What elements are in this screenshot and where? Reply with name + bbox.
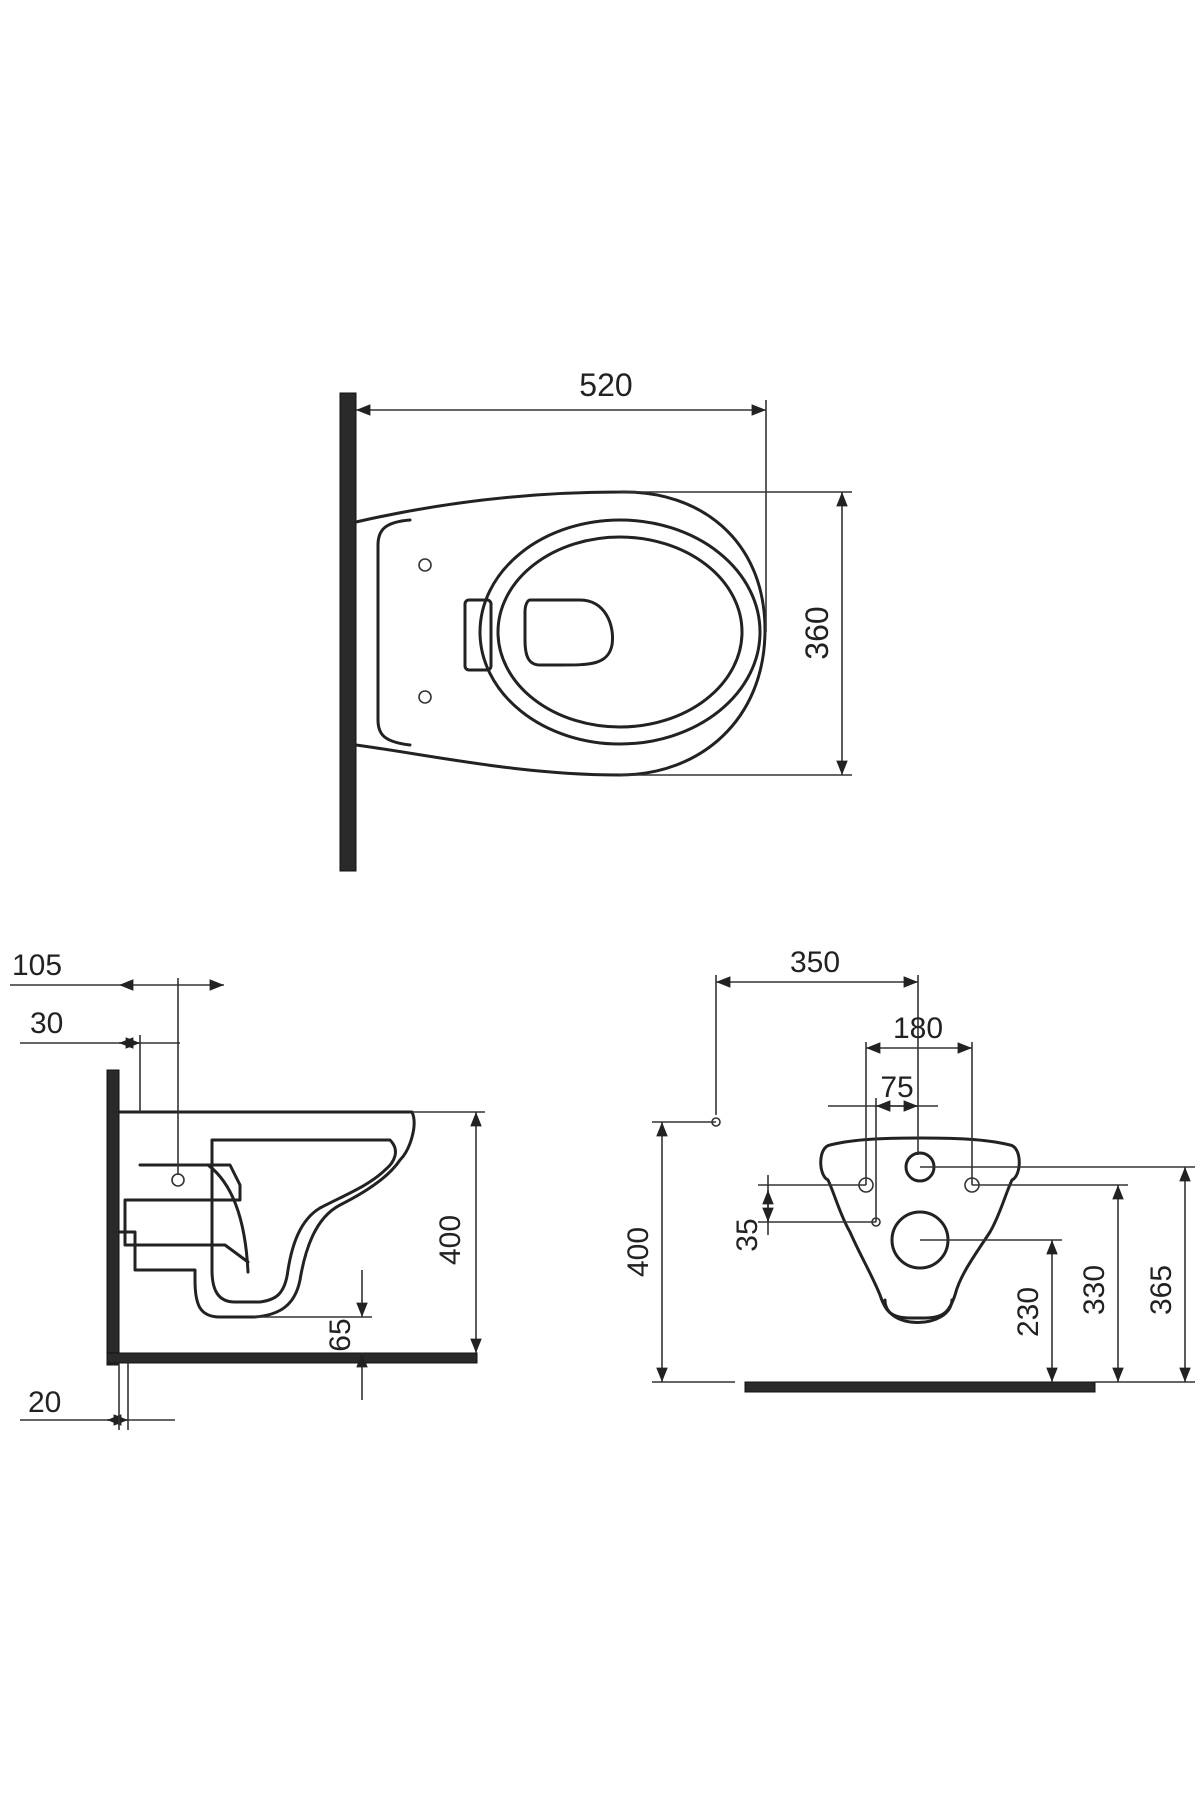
dim-350: 350	[790, 946, 840, 979]
back-floor	[744, 1381, 1096, 1393]
dim-520: 520	[579, 367, 632, 403]
top-hinge-plate	[376, 518, 412, 747]
dim-180: 180	[893, 1012, 943, 1045]
side-floor	[106, 1352, 478, 1364]
dim-105: 105	[12, 949, 62, 982]
back-bowl-outline	[819, 1136, 1021, 1320]
top-wall	[339, 392, 357, 872]
side-view: 105 30 400 65 20	[10, 949, 485, 1430]
side-fixing-hole	[171, 1173, 185, 1187]
top-seat-hinge	[463, 598, 493, 672]
top-rim	[478, 518, 762, 746]
back-view: 350 180 75 35 400 230 330 365	[622, 946, 1195, 1393]
top-rim-inner	[496, 535, 744, 729]
side-trap-wall	[206, 1163, 250, 1274]
top-bowl-opening	[523, 598, 615, 667]
side-flush-channel	[123, 1163, 250, 1264]
dim-35: 35	[731, 1218, 764, 1251]
dim-330: 330	[1078, 1265, 1111, 1315]
dim-230: 230	[1012, 1287, 1045, 1337]
dim-365: 365	[1145, 1265, 1178, 1315]
dim-360: 360	[799, 606, 835, 659]
dim-400-back: 400	[622, 1227, 655, 1277]
dim-65: 65	[324, 1318, 357, 1351]
top-fixing-hole	[418, 558, 432, 572]
dim-75: 75	[880, 1071, 913, 1104]
top-bowl-outline	[354, 490, 767, 777]
back-outlet-pipe	[883, 1298, 954, 1324]
dim-400-side: 400	[434, 1215, 467, 1265]
dim-30: 30	[30, 1007, 63, 1040]
side-bowl-outer	[117, 1110, 416, 1319]
side-wall	[106, 1069, 120, 1366]
side-bowl-inner	[210, 1138, 397, 1304]
top-fixing-hole	[418, 690, 432, 704]
top-view: 520 360	[339, 367, 852, 872]
dim-20: 20	[28, 1386, 61, 1419]
